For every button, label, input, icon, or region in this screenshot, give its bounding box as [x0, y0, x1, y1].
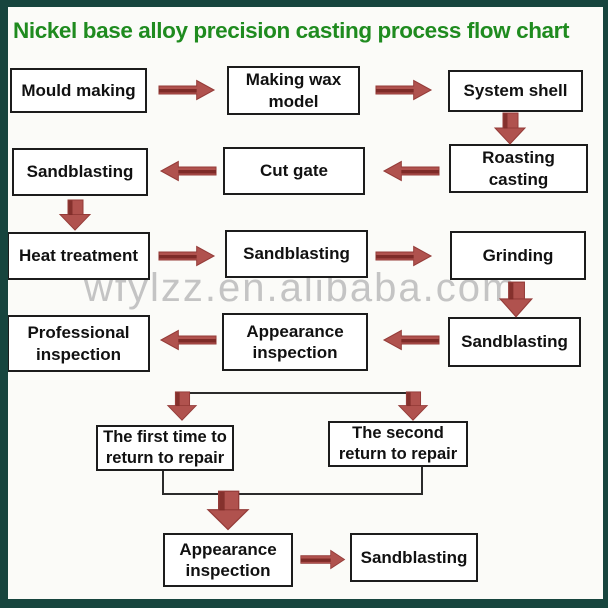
flow-box-label: Professional inspection — [27, 323, 130, 364]
flow-box-label: Cut gate — [260, 161, 328, 181]
arrow-down-icon — [204, 490, 252, 532]
frame-left — [0, 0, 8, 608]
connector-line — [421, 467, 423, 495]
flow-box-heat-treatment: Heat treatment — [7, 232, 150, 280]
flow-box-mould-making: Mould making — [10, 68, 147, 113]
arrow-left-icon — [382, 329, 440, 351]
flow-box-final-sandblasting: Sandblasting — [350, 533, 478, 582]
flow-box-grinding: Grinding — [450, 231, 586, 280]
flow-box-label: Sandblasting — [461, 332, 568, 352]
connector-line — [162, 493, 423, 495]
arrow-right-icon — [300, 549, 346, 570]
arrow-down-icon — [165, 391, 199, 422]
flow-box-final-appearance-inspection: Appearance inspection — [163, 533, 293, 587]
arrow-down-icon — [497, 281, 535, 319]
flow-box-cut-gate: Cut gate — [223, 147, 365, 195]
flow-box-label: System shell — [463, 81, 568, 101]
flow-box-sandblasting-1: Sandblasting — [12, 148, 148, 196]
flow-box-label: The second return to repair — [338, 424, 458, 463]
flow-box-label: Appearance inspection — [179, 539, 277, 580]
flow-box-label: Making wax model — [245, 70, 342, 111]
flow-box-label: Appearance inspection — [246, 321, 344, 362]
frame-right — [603, 0, 608, 608]
arrow-left-icon — [159, 329, 217, 351]
flow-box-label: The first time to return to repair — [103, 428, 227, 467]
frame-top — [0, 0, 608, 7]
flow-box-first-return-repair: The first time to return to repair — [96, 425, 234, 471]
arrow-right-icon — [375, 245, 433, 267]
flow-box-making-wax-model: Making wax model — [227, 66, 360, 115]
arrow-left-icon — [382, 160, 440, 182]
flow-box-label: Mould making — [21, 80, 136, 100]
frame-bottom — [0, 599, 608, 608]
arrow-left-icon — [159, 160, 217, 182]
flow-box-label: Heat treatment — [18, 246, 139, 266]
connector-line — [162, 471, 164, 495]
flow-box-label: Grinding — [482, 245, 554, 265]
flow-box-sandblasting-2: Sandblasting — [225, 230, 368, 278]
arrow-right-icon — [375, 79, 433, 101]
flow-box-system-shell: System shell — [448, 70, 583, 112]
page-title: Nickel base alloy precision casting proc… — [13, 18, 570, 43]
arrow-right-icon — [158, 79, 216, 101]
flow-box-professional-inspection: Professional inspection — [7, 315, 150, 372]
flow-box-label: Sandblasting — [26, 162, 134, 182]
flow-box-label: Roasting casting — [482, 148, 555, 189]
flow-box-label: Sandblasting — [360, 547, 468, 567]
arrow-down-icon — [396, 391, 430, 422]
flow-box-label: Sandblasting — [243, 244, 350, 264]
flow-box-second-return-repair: The second return to repair — [328, 421, 468, 467]
arrow-down-icon — [492, 112, 528, 146]
flow-box-sandblasting-3: Sandblasting — [448, 317, 581, 367]
arrow-right-icon — [158, 245, 216, 267]
flow-box-roasting-casting: Roasting casting — [449, 144, 588, 193]
connector-line — [182, 392, 414, 394]
arrow-down-icon — [57, 199, 93, 232]
flow-box-appearance-inspection: Appearance inspection — [222, 313, 368, 371]
